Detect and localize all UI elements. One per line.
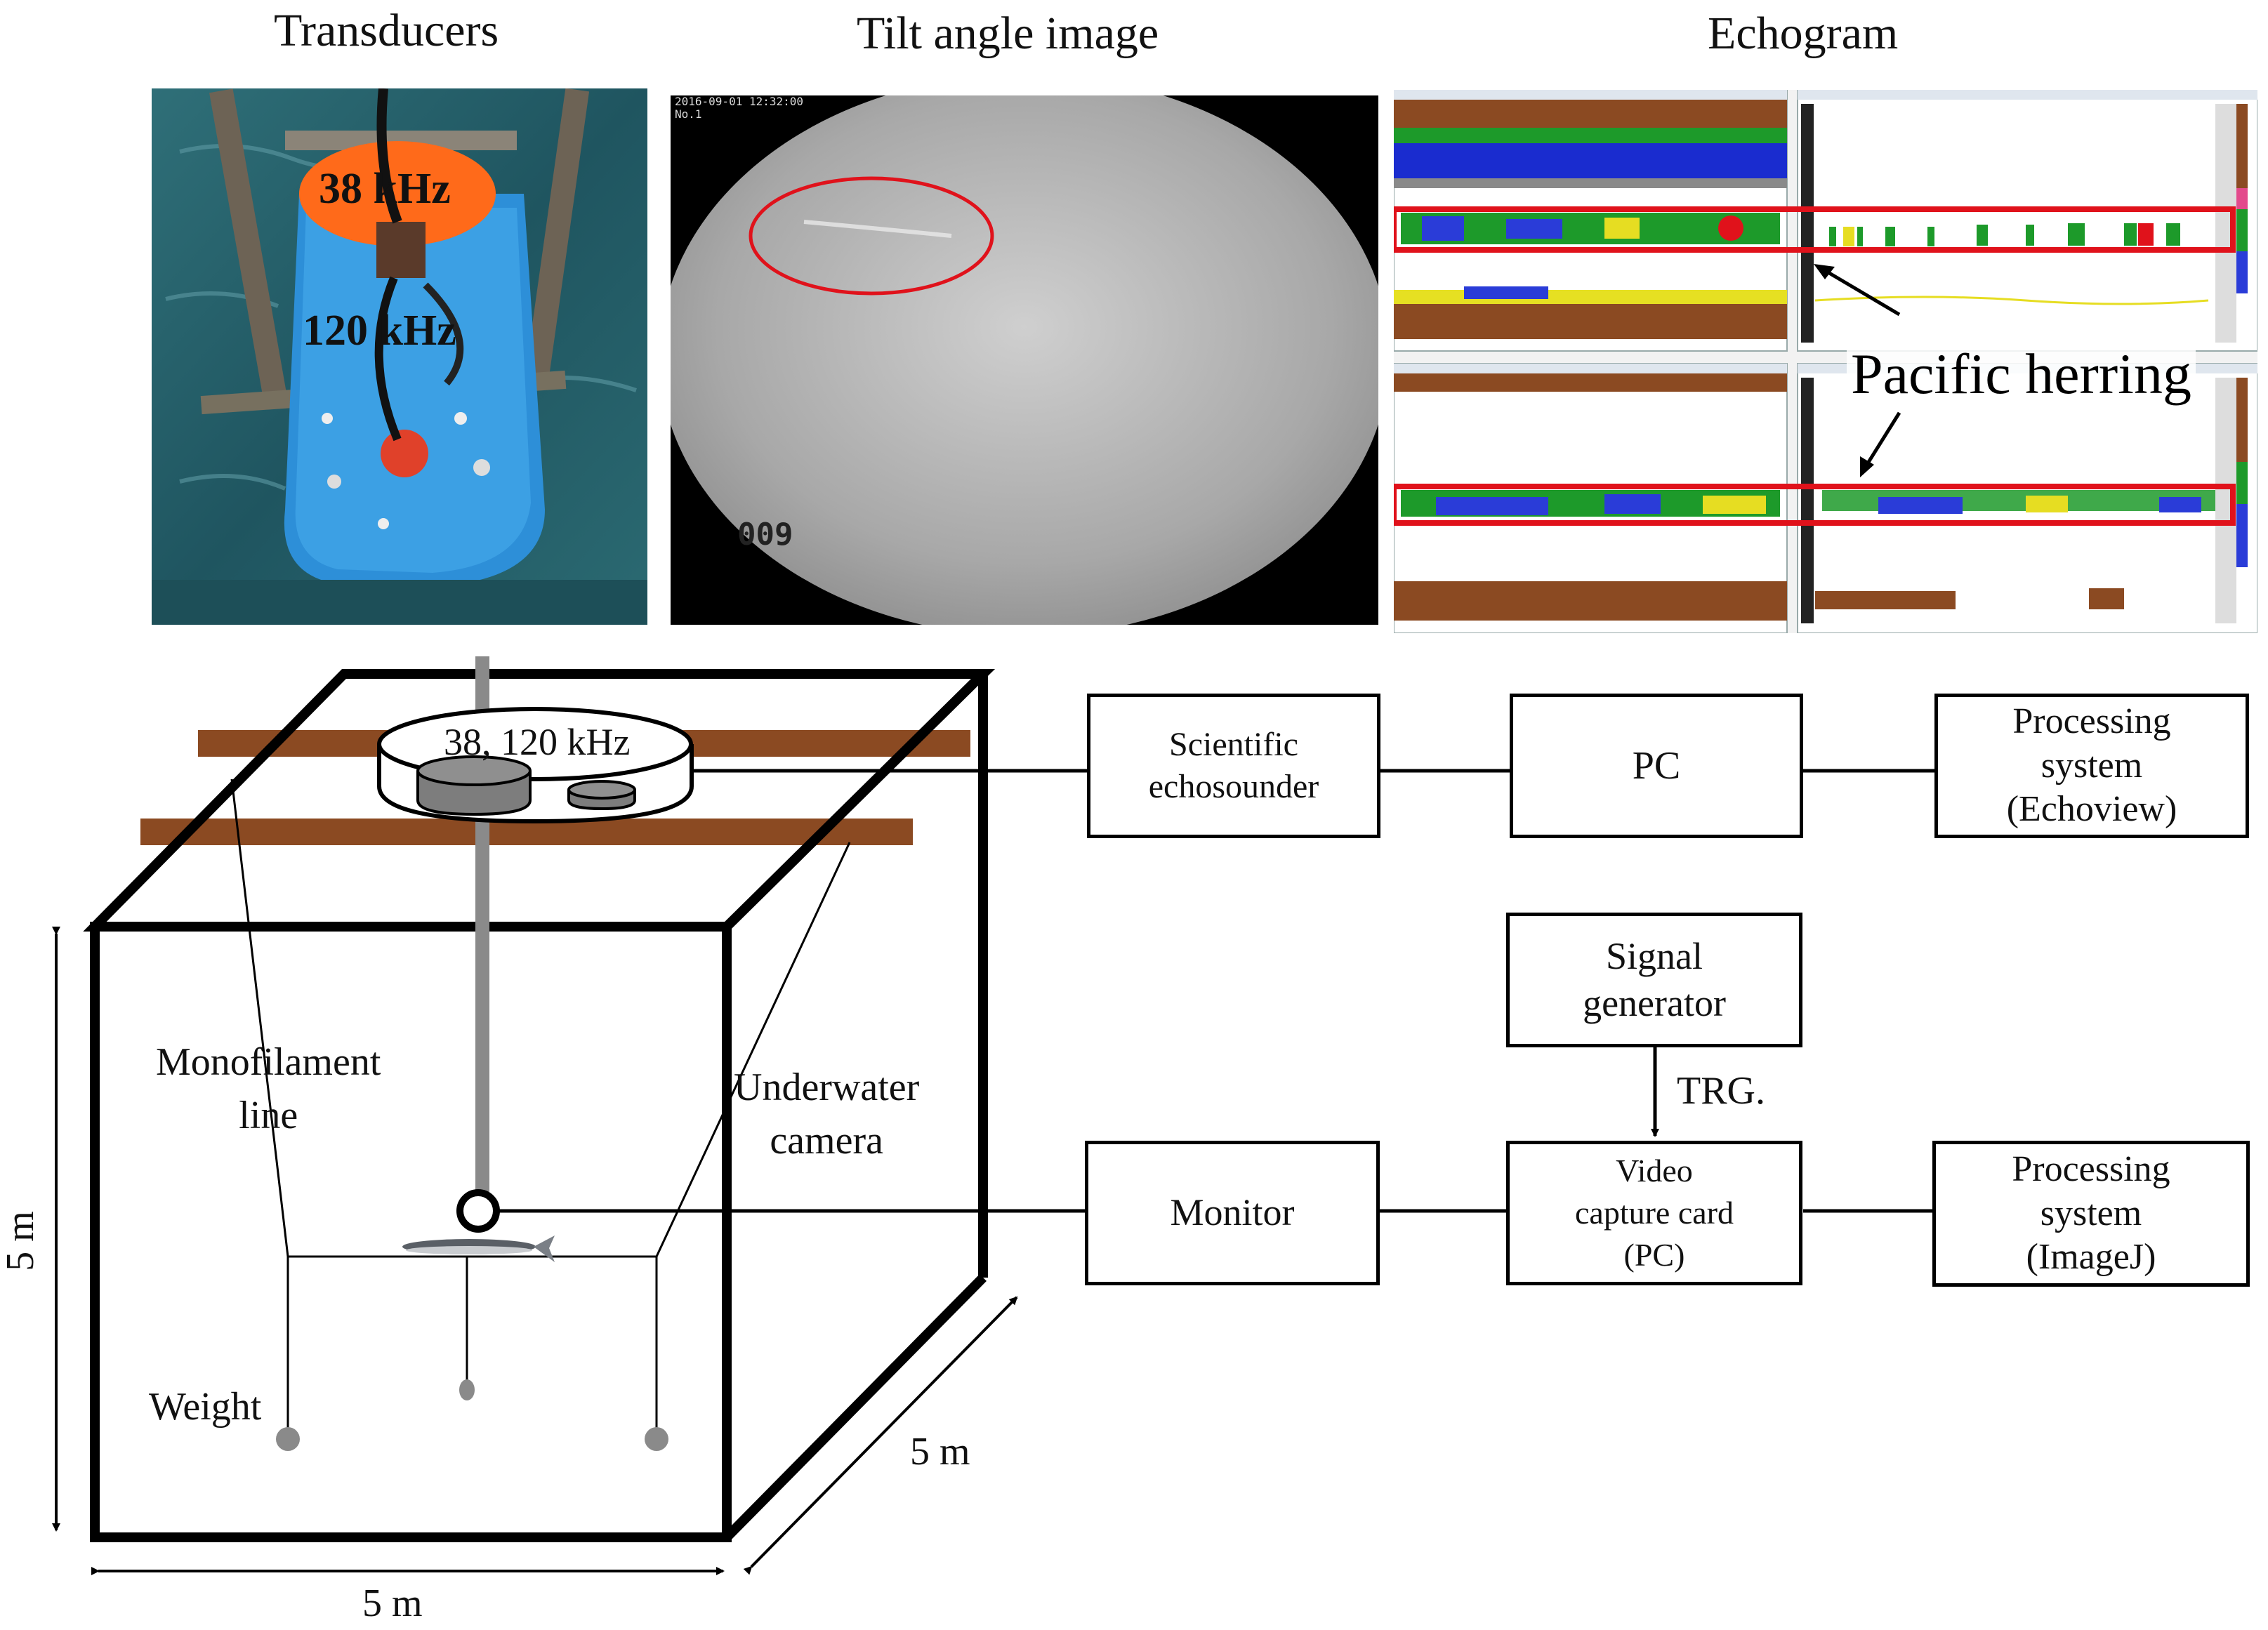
block-pc: PC bbox=[1510, 694, 1803, 838]
header-transducers: Transducers bbox=[274, 5, 499, 56]
transducer-photo: 38 kHz 120 kHz bbox=[152, 88, 647, 625]
label-transducer-freq: 38, 120 kHz bbox=[444, 721, 631, 763]
camera-counter: 009 bbox=[737, 517, 793, 552]
block-scientific-echosounder: Scientific echosounder bbox=[1087, 694, 1380, 838]
label-weight: Weight bbox=[149, 1385, 262, 1429]
header-tilt-angle-image: Tilt angle image bbox=[857, 8, 1159, 59]
label-38khz: 38 kHz bbox=[319, 165, 451, 213]
weight-center bbox=[459, 1379, 475, 1400]
label-underwater-camera: Underwater camera bbox=[734, 1066, 920, 1162]
tank-front-face bbox=[90, 922, 732, 1542]
label-dim-depth: 5 m bbox=[910, 1430, 970, 1473]
block-video-capture-card: Video capture card (PC) bbox=[1506, 1141, 1802, 1285]
dim-depth-arrow bbox=[743, 1296, 1018, 1575]
echogram-panel: Pacific herring bbox=[1394, 90, 2257, 633]
header-echogram: Echogram bbox=[1708, 8, 1899, 59]
block-processing-echoview: Processing system (Echoview) bbox=[1934, 694, 2249, 838]
label-trg: TRG. bbox=[1677, 1069, 1765, 1113]
label-pacific-herring: Pacific herring bbox=[1847, 341, 2196, 407]
weight-left bbox=[276, 1427, 300, 1451]
label-dim-height: 5 m bbox=[0, 1211, 42, 1271]
block-processing-imagej: Processing system (ImageJ) bbox=[1932, 1141, 2250, 1287]
tilt-angle-image: 2016-09-01 12:32:00 No.1 009 bbox=[671, 95, 1378, 625]
label-dim-width: 5 m bbox=[362, 1582, 423, 1625]
block-monitor: Monitor bbox=[1085, 1141, 1380, 1285]
underwater-camera-icon bbox=[456, 1189, 500, 1233]
label-monofilament-line: Monofilament line bbox=[156, 1040, 381, 1137]
block-signal-generator: Signal generator bbox=[1506, 913, 1802, 1047]
fish-highlight-ellipse bbox=[749, 176, 994, 296]
label-120khz: 120 kHz bbox=[303, 307, 456, 355]
transducer-platform bbox=[377, 707, 694, 824]
camera-timestamp: 2016-09-01 12:32:00 No.1 bbox=[675, 95, 804, 121]
echo-highlight-38khz bbox=[1394, 206, 2236, 253]
herring-fish bbox=[402, 1235, 555, 1262]
weight-right bbox=[645, 1427, 668, 1451]
echo-highlight-120khz bbox=[1394, 484, 2236, 526]
